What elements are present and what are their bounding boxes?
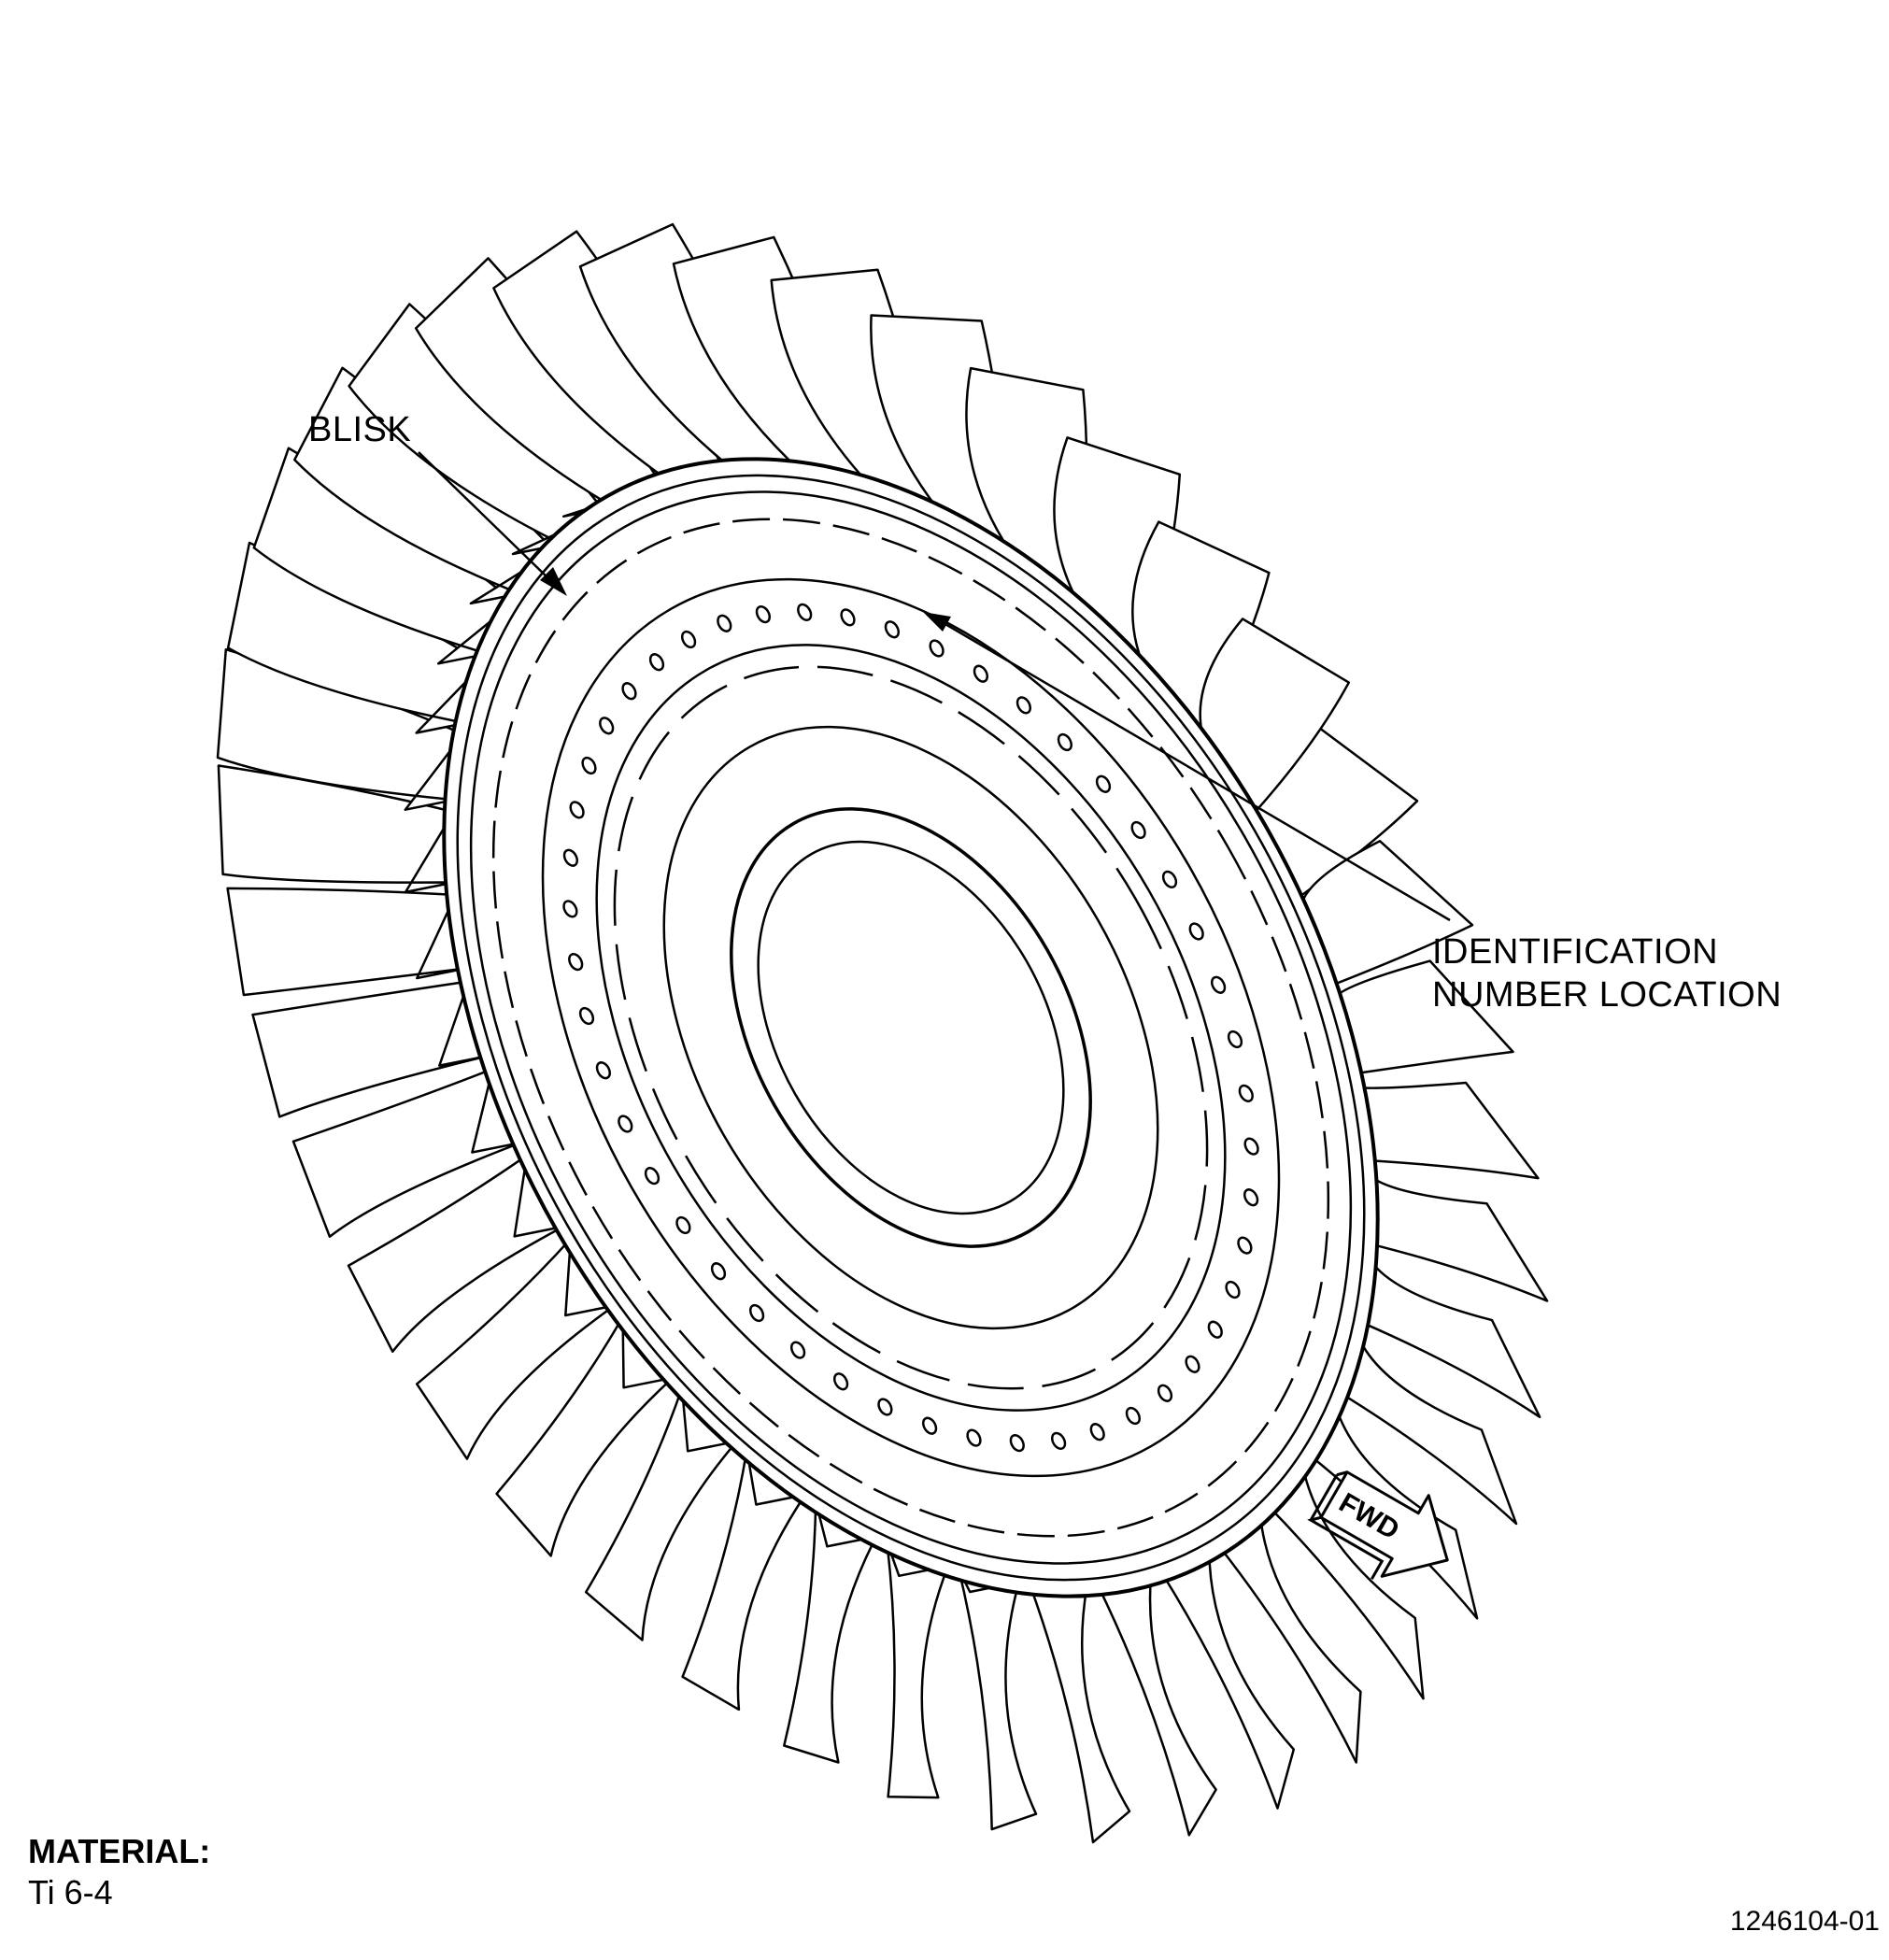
bolt-hole [618, 1115, 633, 1133]
bolt-hole [1238, 1084, 1254, 1103]
bolt-hole [929, 639, 944, 658]
bolt-hole [710, 1262, 727, 1281]
bolt-hole [877, 1398, 893, 1416]
bolt-hole [789, 1341, 806, 1359]
bolt-hole [1157, 1384, 1173, 1402]
bolt-hole [755, 604, 772, 624]
bolt-hole [1243, 1137, 1259, 1156]
bolt-hole [578, 1006, 595, 1026]
bolt-hole [680, 630, 697, 649]
center-bore [730, 807, 1092, 1248]
bolt-hole [1237, 1236, 1253, 1255]
bolt-hole [569, 801, 585, 819]
bolt-hole [1125, 1406, 1142, 1426]
blade [1158, 1547, 1296, 1810]
blade [226, 887, 468, 997]
bolt-hole [1089, 1423, 1105, 1442]
identification-number-callout: IDENTIFICATION NUMBER LOCATION [1432, 930, 1782, 1016]
blade [291, 1067, 523, 1238]
bolt-hole [1188, 922, 1204, 941]
bolt-hole [884, 620, 901, 639]
blade [1209, 1510, 1362, 1764]
material-value: Ti 6-4 [28, 1873, 113, 1911]
blade [1028, 1582, 1131, 1844]
blade-ring [216, 222, 1549, 1844]
bolt-hole [1161, 870, 1178, 889]
bolt-hole [840, 608, 856, 627]
bolt-hole [581, 756, 597, 775]
blade [251, 980, 490, 1118]
blade [1251, 1460, 1425, 1700]
bolt-hole [966, 1428, 982, 1447]
bolt-hole [1185, 1355, 1200, 1373]
disk-rim-inner [456, 474, 1366, 1582]
bolt-hole [921, 1416, 938, 1435]
hub-face-outer [662, 725, 1159, 1330]
bolt-circle-inner [595, 644, 1227, 1412]
bolt-hole [797, 603, 813, 622]
bolt-hole [973, 664, 989, 683]
blisk-leader-line [418, 451, 552, 582]
bolt-hole [599, 717, 615, 735]
bolt-hole [562, 848, 579, 867]
blisk-callout: BLISK [308, 410, 412, 449]
bore-inner-edge [757, 840, 1065, 1215]
blisk-leader-arrowhead [540, 567, 567, 596]
bolt-hole [748, 1303, 765, 1323]
bolt-hole [1016, 696, 1032, 715]
blade [1306, 1330, 1518, 1526]
blade [347, 1154, 565, 1354]
bolt-hole [1227, 1030, 1243, 1049]
identification-leader-arrowhead [923, 612, 951, 632]
bolt-circle-outer [541, 577, 1281, 1478]
blade [217, 764, 456, 894]
bolt-hole [1050, 1431, 1067, 1451]
bolt-hole [1057, 732, 1073, 752]
blade [783, 1500, 878, 1764]
blade [1096, 1571, 1217, 1837]
identification-callout-line-2: NUMBER LOCATION [1432, 975, 1782, 1015]
bolt-hole [621, 682, 637, 701]
figure-number: 1246104-01 [1729, 1906, 1880, 1937]
bolt-hole [675, 1215, 691, 1235]
blade [216, 647, 464, 811]
bolt-hole [1207, 1320, 1223, 1339]
bolt-hole [568, 952, 584, 972]
bolt-hole [1243, 1188, 1259, 1207]
bolt-hole [1095, 774, 1112, 793]
bolt-hole [1225, 1280, 1241, 1300]
bolt-hole [644, 1166, 660, 1186]
bolt-hole [1009, 1433, 1025, 1453]
material-note: MATERIAL: Ti 6-4 [28, 1831, 210, 1913]
material-heading: MATERIAL: [28, 1832, 211, 1870]
bolt-hole [1130, 820, 1146, 840]
bolt-hole [832, 1372, 849, 1391]
blade [495, 1315, 675, 1557]
hub-ring [613, 665, 1209, 1390]
blade [681, 1448, 807, 1711]
disk-rim-step [469, 490, 1353, 1565]
blade [584, 1386, 738, 1641]
bolt-hole [1210, 975, 1227, 994]
blade [415, 1237, 617, 1460]
bolt-hole [717, 614, 732, 632]
blade [958, 1568, 1038, 1831]
disk-rim-outer [442, 457, 1380, 1598]
bolt-hole [595, 1061, 612, 1080]
bolt-holes [562, 603, 1259, 1453]
identification-leader-line [938, 618, 1451, 922]
bolt-hole [562, 900, 578, 918]
identification-callout-line-1: IDENTIFICATION [1432, 932, 1719, 972]
disk-face [442, 457, 1380, 1598]
bolt-hole [648, 653, 665, 672]
disk-web-groove [491, 518, 1330, 1538]
blade [886, 1541, 950, 1799]
